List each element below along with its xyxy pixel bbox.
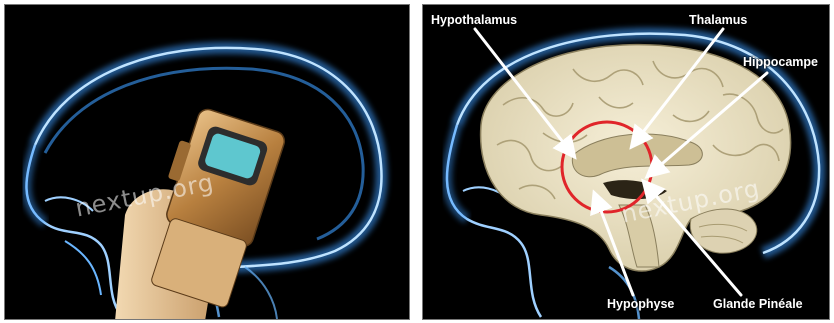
skull-phone-illustration: [5, 5, 410, 320]
brain-anatomy-image: nextup.org Hypothalamus Thalamus Hippoca…: [422, 4, 830, 320]
label-hippocampe: Hippocampe: [743, 55, 818, 69]
label-thalamus: Thalamus: [689, 13, 747, 27]
label-hypothalamus: Hypothalamus: [431, 13, 517, 27]
skull-phone-image: nextup.org: [4, 4, 410, 320]
brain-illustration: [423, 5, 830, 320]
label-glande-pineale: Glande Pinéale: [713, 297, 803, 311]
label-hypophyse: Hypophyse: [607, 297, 674, 311]
